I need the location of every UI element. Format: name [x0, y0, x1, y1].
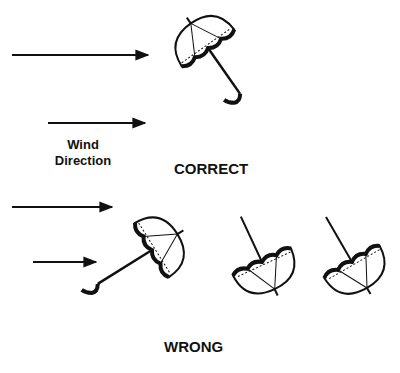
wind-arrows: [12, 55, 148, 262]
status-label: CORRECT: [174, 160, 248, 178]
status-label: WRONG: [164, 338, 223, 356]
wrong-umbrella-inverted: [212, 203, 307, 309]
wrong-umbrella-inverted: [298, 201, 398, 310]
correct-umbrella: [161, 0, 271, 118]
wind-label: Wind Direction: [40, 137, 126, 168]
wrong-umbrella-facing: [65, 203, 200, 321]
